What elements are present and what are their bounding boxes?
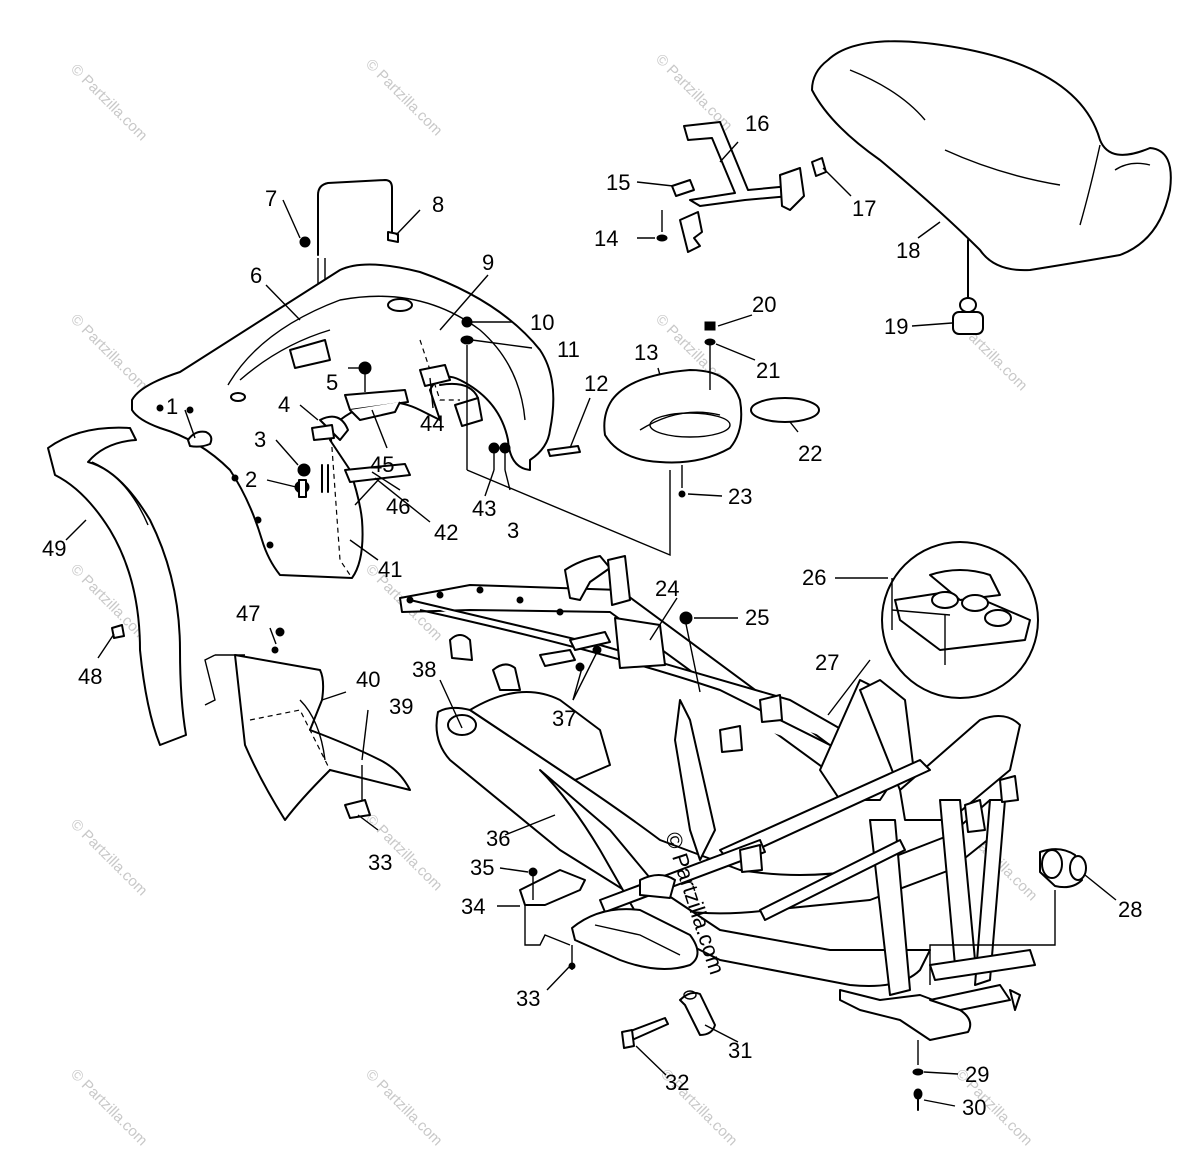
bushing-and-bolt (621, 990, 716, 1049)
callout-7: 7 (265, 186, 277, 211)
callout-19: 19 (884, 314, 908, 339)
callout-34: 34 (461, 894, 485, 919)
callout-43: 43 (472, 496, 496, 521)
rear-fender (131, 263, 555, 579)
main-frame: © Partzilla.com (399, 555, 1036, 1041)
callout-14: 14 (594, 226, 618, 251)
callout-22: 22 (798, 441, 822, 466)
watermark: © Partzilla.com (67, 311, 150, 394)
callout-42: 42 (434, 520, 458, 545)
callout-47: 47 (236, 601, 260, 626)
callout-16: 16 (745, 111, 769, 136)
callout-17: 17 (852, 196, 876, 221)
callout-15: 15 (606, 170, 630, 195)
callout-40: 40 (356, 667, 380, 692)
callout-32: 32 (665, 1070, 689, 1095)
callout-33: 33 (368, 850, 392, 875)
leader-lines (65, 141, 1117, 1107)
seat (811, 40, 1172, 301)
callout-3: 3 (507, 518, 519, 543)
seat-latch (656, 121, 827, 253)
callout-24: 24 (655, 576, 679, 601)
callout-36: 36 (486, 826, 510, 851)
callout-13: 13 (634, 340, 658, 365)
callout-labels: 1 2 3 3 4 5 6 7 8 9 10 11 12 13 14 15 16… (42, 111, 1142, 1120)
callout-26: 26 (802, 565, 826, 590)
fender-brackets (311, 361, 483, 483)
callout-3: 3 (254, 427, 266, 452)
callout-25: 25 (745, 605, 769, 630)
callout-2: 2 (245, 467, 257, 492)
callout-20: 20 (752, 292, 776, 317)
callout-30: 30 (962, 1095, 986, 1120)
callout-27: 27 (815, 650, 839, 675)
storage-tray (603, 321, 820, 498)
front-fasteners (912, 1040, 924, 1111)
callout-9: 9 (482, 250, 494, 275)
rear-mudflap (47, 426, 187, 746)
rear-lower-panel (204, 627, 411, 821)
frame-hardware (539, 611, 701, 693)
callout-39: 39 (389, 694, 413, 719)
callout-45: 45 (370, 452, 394, 477)
callout-48: 48 (78, 664, 102, 689)
callout-33: 33 (516, 986, 540, 1011)
callout-6: 6 (250, 263, 262, 288)
watermark: © Partzilla.com (652, 51, 735, 134)
callout-41: 41 (378, 557, 402, 582)
skid-plate (519, 867, 699, 970)
watermark: © Partzilla.com (67, 1066, 150, 1149)
callout-18: 18 (896, 238, 920, 263)
front-bushing (929, 848, 1087, 985)
watermark: © Partzilla.com (67, 61, 150, 144)
detail-callout (827, 541, 1039, 716)
callout-37: 37 (552, 706, 576, 731)
watermark: © Partzilla.com (362, 1066, 445, 1149)
callout-12: 12 (584, 371, 608, 396)
callout-49: 49 (42, 536, 66, 561)
callout-29: 29 (965, 1062, 989, 1087)
callout-5: 5 (326, 370, 338, 395)
callout-1: 1 (166, 394, 178, 419)
callout-35: 35 (470, 855, 494, 880)
callout-46: 46 (386, 494, 410, 519)
callout-10: 10 (530, 310, 554, 335)
callout-28: 28 (1118, 897, 1142, 922)
callout-4: 4 (278, 392, 290, 417)
callout-21: 21 (756, 358, 780, 383)
callout-23: 23 (728, 484, 752, 509)
callout-38: 38 (412, 657, 436, 682)
callout-44: 44 (420, 411, 444, 436)
seat-bumper (952, 297, 984, 335)
callout-31: 31 (728, 1038, 752, 1063)
watermark: © Partzilla.com (362, 56, 445, 139)
callout-11: 11 (557, 337, 580, 362)
watermark: © Partzilla.com (67, 816, 150, 899)
fender-mount-bolt (460, 316, 671, 557)
callout-8: 8 (432, 192, 444, 217)
